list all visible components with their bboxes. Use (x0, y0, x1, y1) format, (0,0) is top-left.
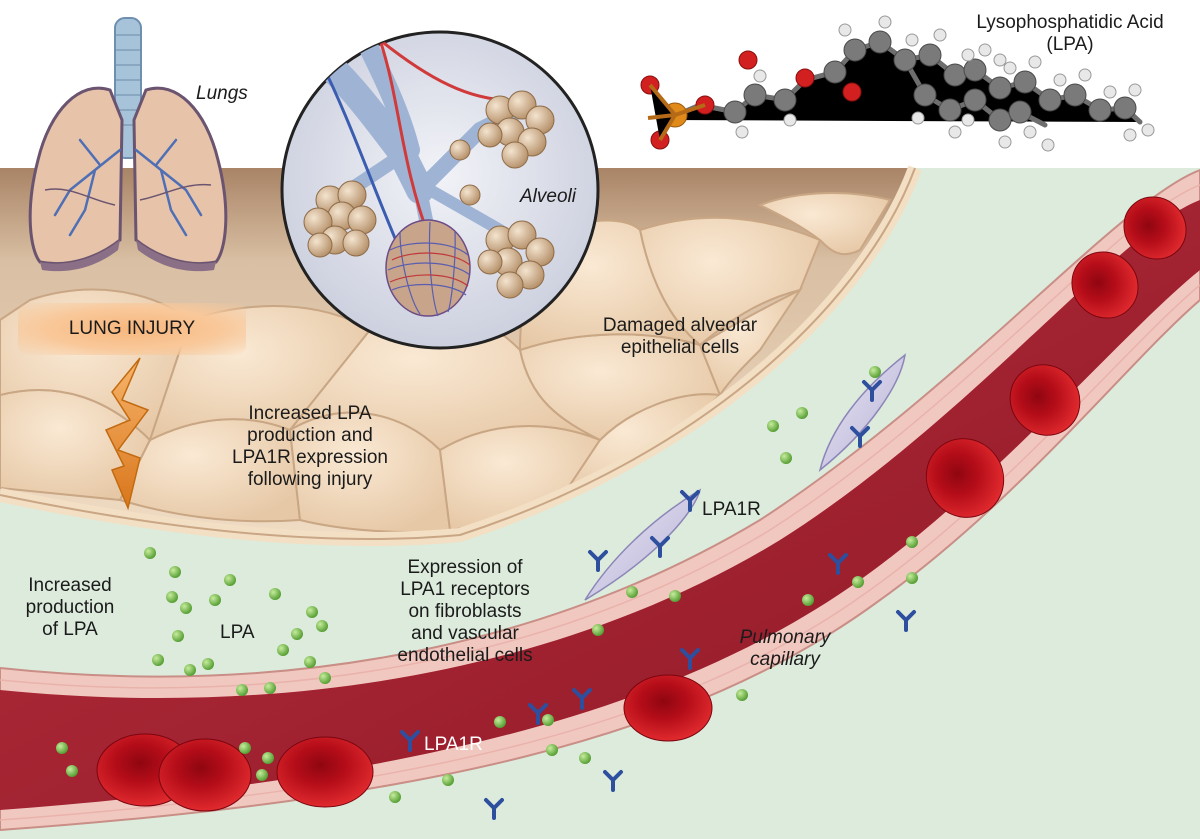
expression-receptors-line-2: LPA1 receptors (400, 579, 530, 600)
expression-receptors-line-4: and vascular (411, 623, 519, 644)
lpa1r-fibroblast-label: LPA1R (702, 499, 761, 520)
injury-arrow (104, 357, 150, 511)
lpa-molecule (640, 15, 1155, 152)
damaged-cells-line-2: epithelial cells (620, 337, 740, 358)
molecule-title: Lysophosphatidic Acid (LPA) (950, 12, 1190, 56)
expression-receptors-line-5: endothelial cells (397, 645, 533, 666)
pulmonary-capillary-label: Pulmonary capillary (720, 627, 850, 671)
increased-production-line-1: Increased (28, 575, 112, 596)
lpa1r-capillary-label: LPA1R (424, 734, 483, 755)
increased-lpa-expression-line-2: production and (247, 425, 373, 446)
lpa-label: LPA (220, 622, 255, 643)
alveoli-label: Alveoli (520, 186, 576, 207)
red-blood-cells (96, 196, 1187, 812)
expression-receptors-line-3: on fibroblasts (408, 601, 522, 622)
lungs-label: Lungs (196, 83, 248, 104)
lpa-particles (56, 366, 918, 803)
lpa1r-receptors (400, 380, 916, 820)
increased-production-line-2: production (25, 597, 115, 618)
pulmonary-capillary-line-1: Pulmonary (739, 627, 831, 648)
lung-injury-label: LUNG INJURY (68, 318, 196, 339)
increased-lpa-expression-line-1: Increased LPA (248, 403, 372, 424)
damaged-cells-label: Damaged alveolar epithelial cells (570, 315, 790, 359)
molecule-title-line-2: (LPA) (1046, 34, 1094, 55)
lung-injury-box (18, 303, 246, 355)
increased-lpa-expression-label: Increased LPA production and LPA1R expre… (200, 403, 420, 491)
increased-lpa-expression-line-4: following injury (247, 469, 373, 490)
increased-production-line-3: of LPA (42, 619, 98, 640)
expression-receptors-line-1: Expression of (407, 557, 523, 578)
alveoli-inset (280, 30, 600, 350)
expression-receptors-label: Expression of LPA1 receptors on fibrobla… (365, 557, 565, 667)
molecule-title-line-1: Lysophosphatidic Acid (976, 12, 1164, 33)
pulmonary-capillary-line-2: capillary (750, 649, 820, 670)
fibroblasts (584, 353, 907, 601)
epithelial-cells (0, 192, 892, 533)
damaged-cells-line-1: Damaged alveolar (602, 315, 758, 336)
lungs-illustration (28, 17, 228, 272)
increased-production-label: Increased production of LPA (15, 575, 125, 641)
increased-lpa-expression-line-3: LPA1R expression (232, 447, 388, 468)
